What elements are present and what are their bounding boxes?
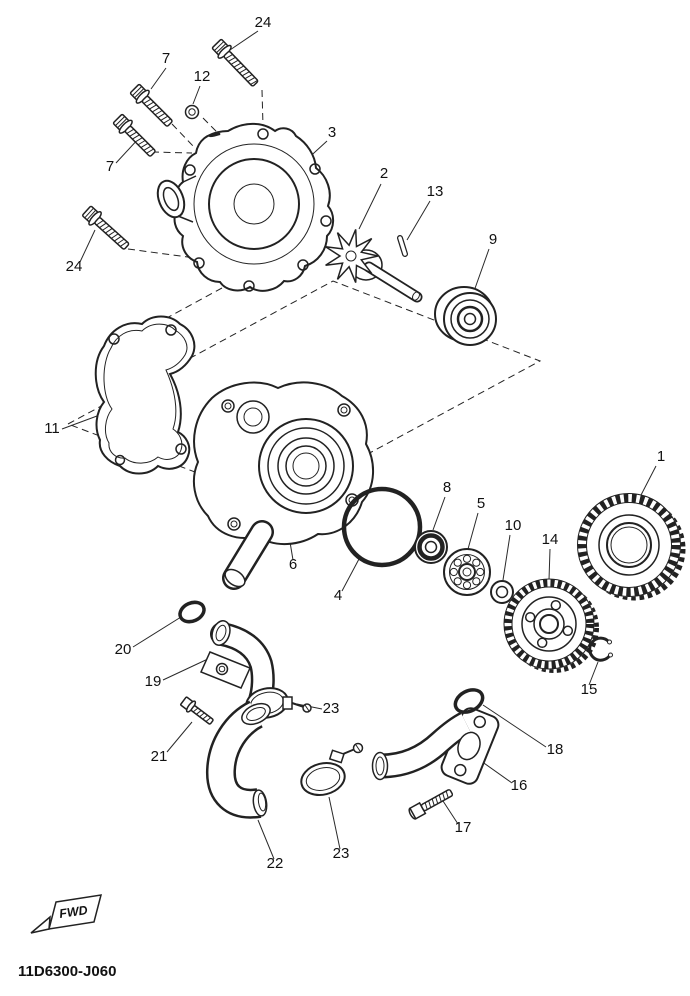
callout-7-lower: 7	[106, 158, 114, 175]
flange-bolt-21	[180, 696, 214, 725]
impeller-shaft	[325, 229, 423, 303]
callout-23-lower: 23	[333, 845, 350, 862]
hose-clamp-23-lower	[300, 742, 364, 796]
callout-6: 6	[289, 556, 297, 573]
pipe-joint-19	[199, 620, 275, 712]
dowel-pin-13	[397, 235, 408, 257]
ball-bearing-5	[443, 548, 491, 596]
callout-10: 10	[505, 517, 522, 534]
callout-21: 21	[151, 748, 168, 765]
callout-2: 2	[380, 165, 388, 182]
callout-12: 12	[194, 68, 211, 85]
callout-3: 3	[328, 124, 336, 141]
callout-7-upper: 7	[162, 50, 170, 67]
callout-20: 20	[115, 641, 132, 658]
socket-bolt-17	[408, 789, 454, 820]
callout-24-top: 24	[255, 14, 272, 31]
assembly-plane-dashes	[66, 89, 542, 504]
flange-bolt-7-upper	[129, 83, 173, 127]
callout-19: 19	[145, 673, 162, 690]
outlet-pipe-16	[371, 707, 500, 785]
callout-22: 22	[267, 855, 284, 872]
outlet-hose-22	[206, 700, 271, 819]
flange-bolt-24-top	[211, 38, 259, 87]
seal-8	[414, 530, 448, 564]
mechanical-seal-9	[434, 286, 497, 346]
callout-8: 8	[443, 479, 451, 496]
callout-11: 11	[44, 420, 60, 437]
flange-bolt-7-lower	[112, 113, 156, 157]
water-pump-drive-gear-1	[577, 493, 686, 601]
pump-gasket-11	[94, 315, 196, 475]
diagram-code: 11D6300-J060	[18, 963, 116, 980]
callout-1: 1	[657, 448, 665, 465]
callout-24-left: 24	[66, 258, 83, 275]
callout-14: 14	[542, 531, 559, 548]
impeller-shaft-gear-14	[503, 578, 599, 673]
pump-housing-6	[192, 381, 375, 590]
o-ring-4	[341, 486, 423, 568]
callout-5: 5	[477, 495, 485, 512]
o-ring-18	[453, 688, 485, 714]
o-ring-20	[178, 600, 206, 624]
fwd-marker: FWD	[30, 894, 103, 934]
callout-16: 16	[511, 777, 528, 794]
callout-9: 9	[489, 231, 497, 248]
callout-17: 17	[455, 819, 472, 836]
callout-13: 13	[427, 183, 444, 200]
water-pump-cover	[156, 122, 335, 292]
circlip-15	[588, 636, 613, 662]
callout-15: 15	[581, 681, 598, 698]
callout-labels: 24 7 12 3 2 13 9 7 24 11 1 8 5 10 14 6 4…	[44, 14, 665, 872]
washer-10	[490, 580, 514, 604]
callout-4: 4	[334, 587, 342, 604]
flange-bolt-24-left	[82, 205, 130, 250]
washer-12	[184, 104, 200, 120]
fwd-label: FWD	[58, 903, 88, 921]
callout-18: 18	[547, 741, 564, 758]
callout-23-upper: 23	[323, 700, 340, 717]
